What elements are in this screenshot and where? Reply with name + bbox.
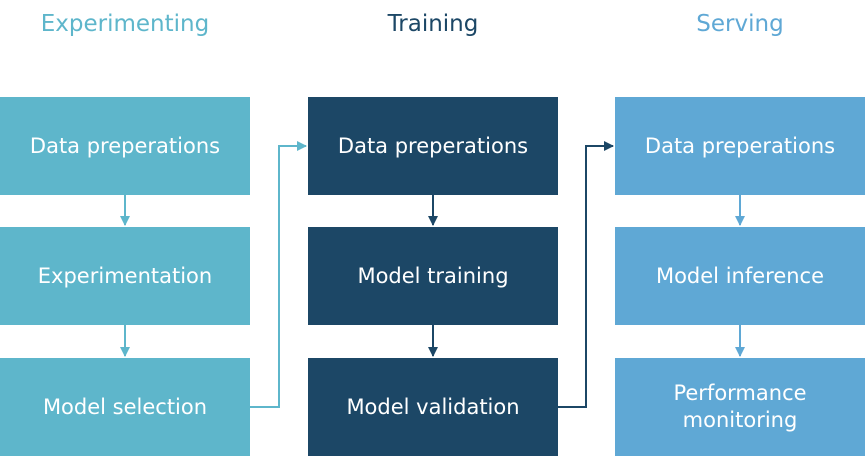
box-model-validation: Model validation: [308, 358, 558, 456]
arrow-train-to-serve: [558, 141, 614, 408]
box-experimenting-data-preparations: Data preperations: [0, 97, 250, 195]
box-model-inference: Model inference: [615, 227, 865, 325]
column-title-serving: Serving: [696, 11, 784, 37]
box-training-data-preparations: Data preperations: [308, 97, 558, 195]
box-model-selection: Model selection: [0, 358, 250, 456]
column-title-training: Training: [387, 11, 479, 37]
column-title-experimenting: Experimenting: [40, 11, 210, 37]
arrow-exp-to-train: [250, 141, 307, 408]
box-performance-monitoring: Performance monitoring: [615, 358, 865, 456]
box-model-training: Model training: [308, 227, 558, 325]
box-experimentation: Experimentation: [0, 227, 250, 325]
box-serving-data-preparations: Data preperations: [615, 97, 865, 195]
